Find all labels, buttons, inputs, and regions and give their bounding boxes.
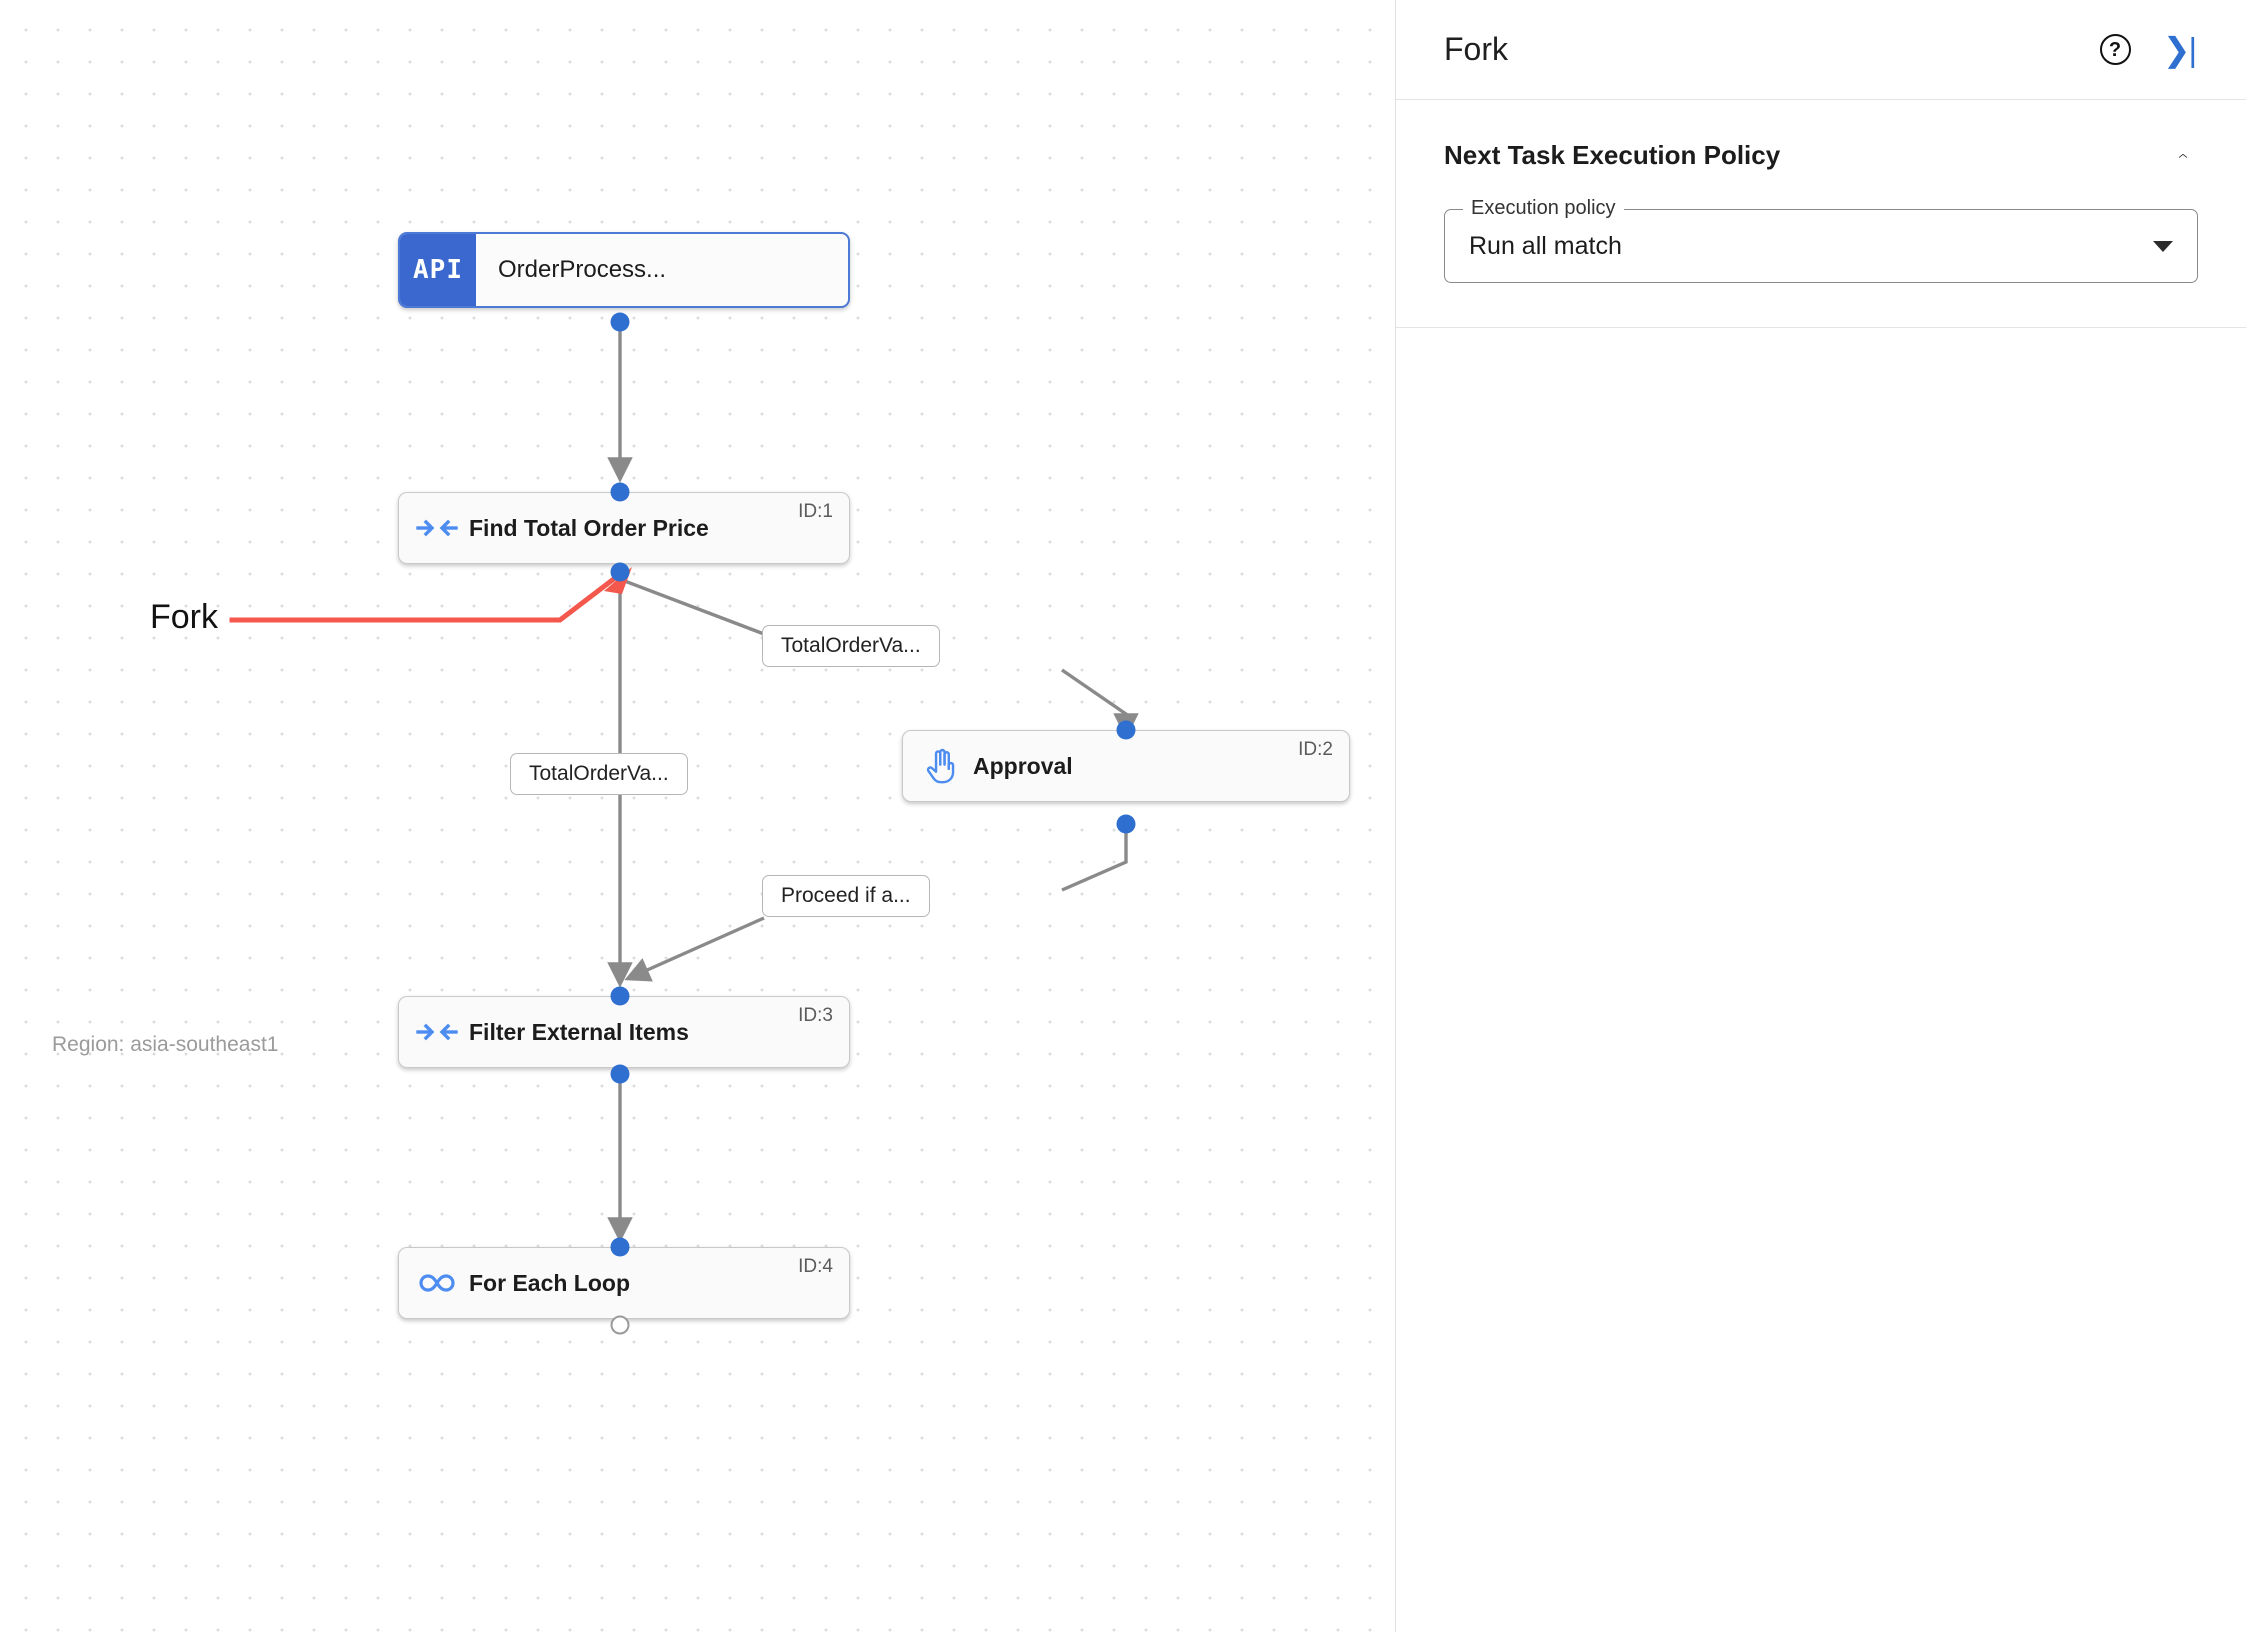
panel-title: Fork	[1444, 31, 1508, 67]
section-header[interactable]: Next Task Execution Policy	[1444, 140, 2198, 171]
port-output-for-each-loop[interactable]	[610, 1315, 630, 1335]
node-title: Filter External Items	[469, 1018, 689, 1045]
port-input-filter-external[interactable]	[610, 986, 630, 1006]
node-order-process[interactable]: API OrderProcess...	[398, 232, 850, 308]
node-id-label: ID:3	[798, 1005, 833, 1026]
chevron-up-icon[interactable]	[2168, 146, 2198, 166]
node-approval[interactable]: Approval ID:2	[902, 730, 1350, 802]
edge-label-text: TotalOrderVa...	[781, 634, 921, 657]
node-id-label: ID:4	[798, 1256, 833, 1277]
api-badge-icon: API	[400, 234, 476, 306]
collapse-chevron-icon: ❯|	[2162, 31, 2197, 68]
edge-label-text: Proceed if a...	[781, 884, 911, 907]
help-icon[interactable]: ?	[2092, 27, 2138, 73]
port-input-find-total[interactable]	[610, 482, 630, 502]
help-question-mark: ?	[2099, 34, 2131, 65]
section-title: Next Task Execution Policy	[1444, 140, 1781, 170]
edge-label-condition-approval[interactable]: TotalOrderVa...	[762, 625, 940, 667]
region-label: Region: asia-southeast1	[52, 1033, 279, 1056]
execution-policy-label: Execution policy	[1463, 197, 1624, 220]
port-input-for-each-loop[interactable]	[610, 1237, 630, 1257]
execution-policy-select[interactable]: Execution policy Run all match	[1444, 197, 2198, 283]
infinity-loop-icon	[405, 1270, 469, 1296]
edge-label-proceed[interactable]: Proceed if a...	[762, 875, 930, 917]
port-output-approval[interactable]	[1116, 814, 1136, 834]
node-id-label: ID:1	[798, 501, 833, 522]
node-title: OrderProcess...	[498, 256, 667, 283]
node-filter-external-items[interactable]: Filter External Items ID:3	[398, 996, 850, 1068]
port-output-order-process[interactable]	[610, 312, 630, 332]
node-title: Find Total Order Price	[469, 514, 709, 541]
node-id-label: ID:2	[1298, 739, 1333, 760]
port-output-filter-external[interactable]	[610, 1064, 630, 1084]
collapse-panel-icon[interactable]: ❯|	[2156, 27, 2202, 73]
port-input-approval[interactable]	[1116, 720, 1136, 740]
section-next-task-execution-policy: Next Task Execution Policy Execution pol…	[1396, 100, 2246, 328]
panel-header: Fork ? ❯|	[1396, 0, 2246, 100]
chevron-down-icon[interactable]	[2153, 240, 2173, 252]
filter-converge-icon	[405, 515, 469, 541]
annotation-fork-label: Fork	[150, 598, 218, 636]
node-title: For Each Loop	[469, 1269, 630, 1296]
execution-policy-value: Run all match	[1469, 231, 1622, 260]
edge-label-condition-straight[interactable]: TotalOrderVa...	[510, 753, 688, 795]
node-find-total-order-price[interactable]: Find Total Order Price ID:1	[398, 492, 850, 564]
edge-label-text: TotalOrderVa...	[529, 762, 669, 785]
node-for-each-loop[interactable]: For Each Loop ID:4	[398, 1247, 850, 1319]
hand-icon	[909, 747, 973, 785]
filter-converge-icon	[405, 1019, 469, 1045]
port-output-fork[interactable]	[610, 562, 630, 582]
workflow-canvas[interactable]: API OrderProcess... Find Total Order Pri…	[0, 0, 1396, 1632]
node-title: Approval	[973, 752, 1073, 779]
properties-panel: Fork ? ❯| Next Task Execution Policy Exe…	[1396, 0, 2246, 1632]
